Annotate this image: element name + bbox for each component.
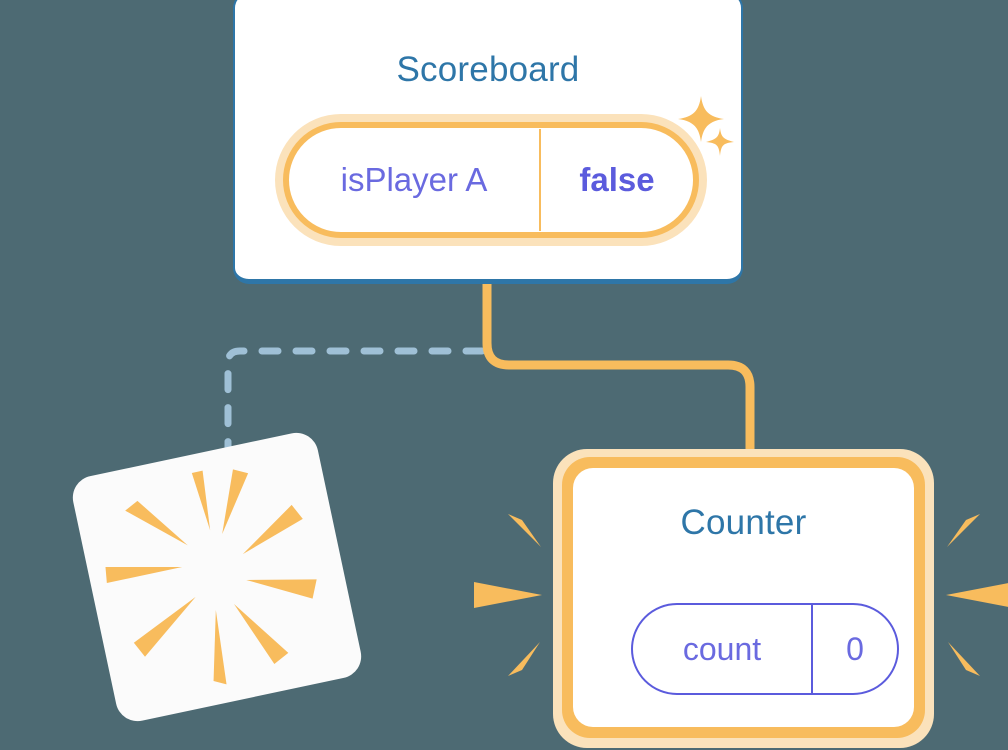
ray [246, 579, 317, 599]
card-blank-placeholder[interactable] [68, 428, 366, 726]
ray [508, 514, 541, 547]
burst-rays-counter-left [474, 514, 542, 676]
scoreboard-title: Scoreboard [396, 50, 580, 89]
ray [947, 514, 980, 547]
counter-pill-key: count [682, 630, 762, 667]
scoreboard-pill[interactable]: isPlayer A false [275, 114, 707, 246]
ray [242, 504, 303, 555]
ray [133, 596, 196, 657]
scoreboard-pill-divider [539, 129, 541, 231]
ray [105, 566, 183, 584]
burst-rays-blank-card [105, 469, 317, 685]
ray [948, 642, 980, 676]
card-counter[interactable]: Counter count 0 [553, 449, 934, 748]
ray [474, 582, 542, 608]
scoreboard-pill-key: isPlayer A [340, 161, 488, 198]
ray [222, 469, 249, 534]
card-counter-highlight-ring: Counter count 0 [562, 457, 925, 738]
ray [213, 609, 227, 685]
sparkle-small-icon [706, 128, 734, 156]
counter-pill[interactable]: count 0 [631, 603, 899, 695]
ray [191, 470, 211, 531]
counter-pill-value: 0 [846, 630, 864, 667]
card-counter-surface: Counter count 0 [573, 468, 914, 727]
sparkle-large-icon [678, 96, 724, 142]
counter-pill-divider [811, 605, 813, 693]
burst-rays-counter-right [946, 514, 1008, 676]
ray [125, 500, 188, 546]
ray [508, 642, 540, 676]
connector-solid-scoreboard-to-counter [482, 284, 755, 462]
scoreboard-pill-value: false [579, 161, 655, 198]
ray [946, 583, 1008, 607]
ray [233, 604, 289, 664]
counter-title: Counter [680, 503, 807, 542]
